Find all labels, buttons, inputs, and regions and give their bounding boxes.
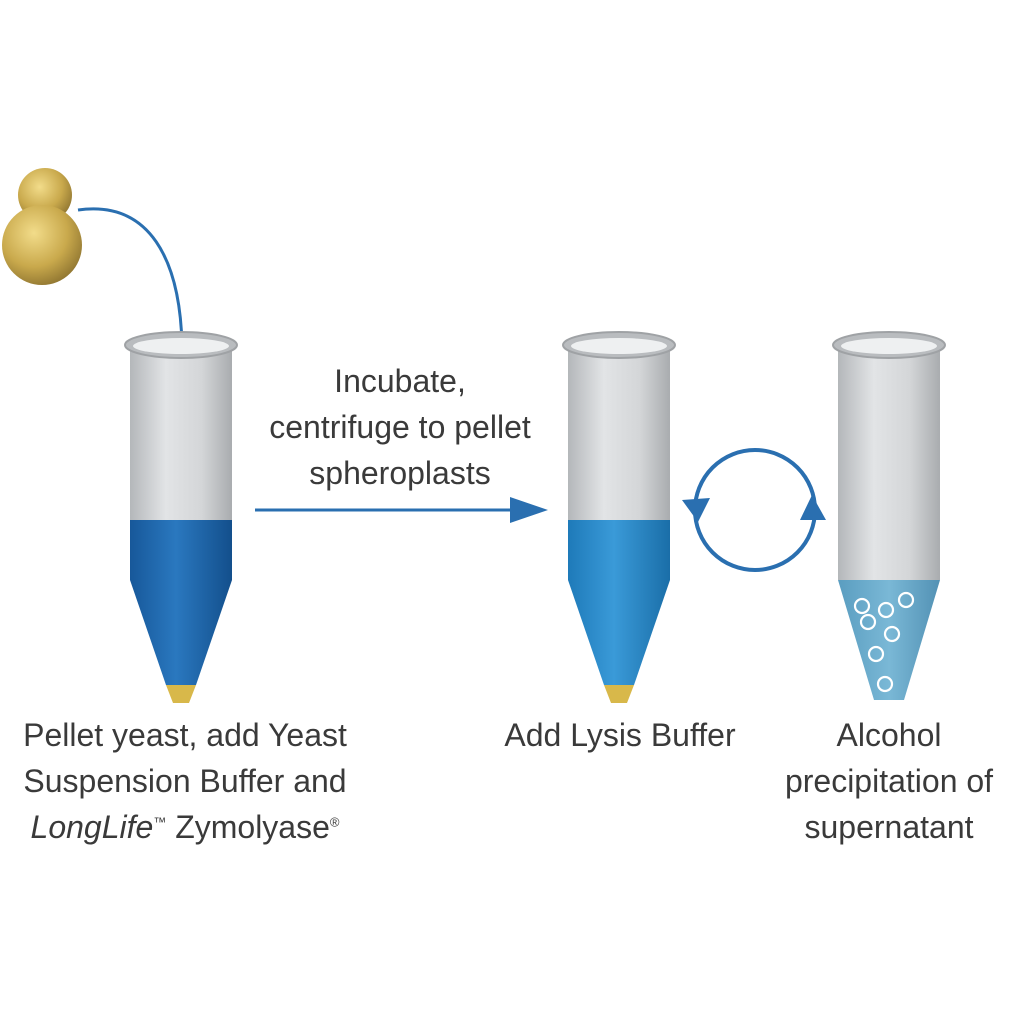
registered-mark: ® [329, 814, 340, 830]
bubble-icon [853, 591, 915, 693]
tube-3-icon [832, 331, 946, 700]
step-3-line-1: Alcohol [836, 717, 942, 753]
arrow-label: Incubate, centrifuge to pellet spheropla… [240, 358, 560, 496]
step-3-line-3: supernatant [804, 809, 974, 845]
step-1-line-3: LongLife™ Zymolyase® [0, 804, 370, 850]
trademark-mark: ™ [153, 814, 167, 830]
step-1-line-2: Suspension Buffer and [23, 763, 347, 799]
step-2-line-1: Add Lysis Buffer [504, 717, 736, 753]
step-2-caption: Add Lysis Buffer [480, 712, 760, 758]
tube-1-icon [124, 331, 238, 703]
longlife-text: LongLife [30, 809, 154, 845]
cycle-arrows-icon [682, 448, 826, 572]
step-3-line-2: precipitation of [784, 763, 994, 799]
yeast-cell-icon [2, 168, 82, 285]
zymolyase-text: Zymolyase [166, 809, 330, 845]
arrow-label-line-2: centrifuge to pellet [269, 409, 531, 445]
process-arrowhead [510, 497, 548, 523]
step-1-caption: Pellet yeast, add Yeast Suspension Buffe… [0, 712, 370, 850]
step-1-line-1: Pellet yeast, add Yeast [23, 717, 347, 753]
tube-2-icon [562, 331, 676, 703]
yeast-transfer-arrow [77, 207, 184, 346]
arrow-label-line-3: spheroplasts [309, 455, 491, 491]
arrow-label-line-1: Incubate, [334, 363, 466, 399]
step-3-caption: Alcohol precipitation of supernatant [760, 712, 1018, 850]
